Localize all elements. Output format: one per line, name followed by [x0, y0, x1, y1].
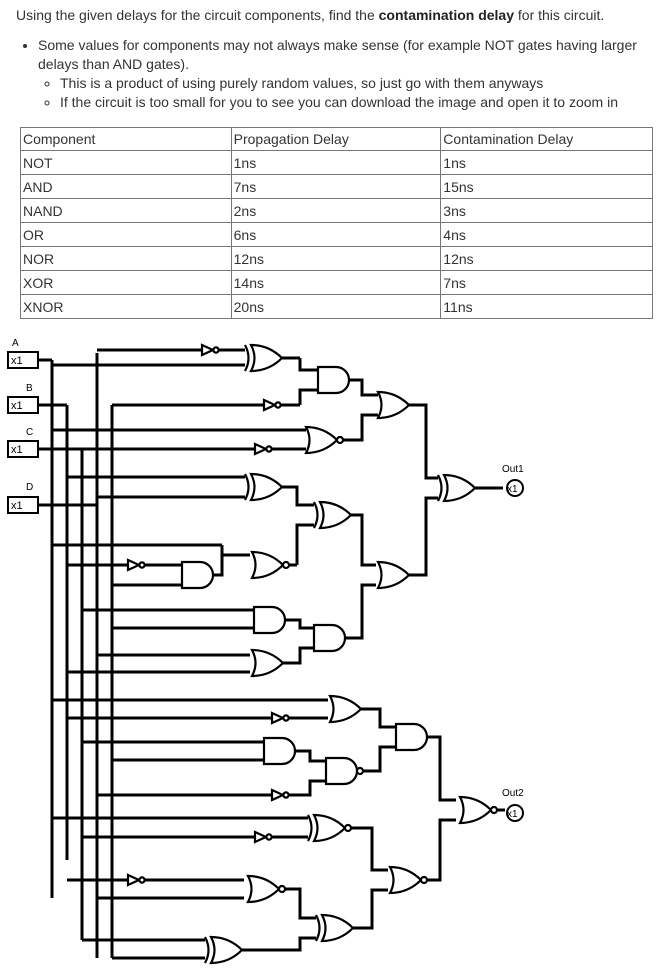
cell-contamination: 3ns — [440, 198, 653, 223]
cell-component: NAND — [20, 198, 232, 223]
cell-component: NOR — [20, 246, 232, 271]
xor-gate-icon — [314, 913, 355, 943]
nand-gate-icon — [324, 756, 365, 786]
cell-contamination: 11ns — [440, 294, 653, 319]
xor-gate-icon — [436, 473, 477, 503]
input-A-value: x1 — [11, 355, 23, 367]
notes-list: Some values for components may not alway… — [20, 36, 658, 112]
xor-gate-icon — [243, 343, 284, 373]
question-suffix: for this circuit. — [514, 7, 605, 23]
or-gate-icon — [250, 648, 285, 678]
input-A[interactable]: A x1 — [7, 338, 39, 369]
input-C-label: C — [26, 427, 33, 438]
or-gate-icon — [328, 694, 363, 724]
not-gate-icon — [126, 558, 146, 572]
xor-gate-icon — [243, 472, 284, 502]
input-C-value: x1 — [11, 444, 23, 456]
input-B-value: x1 — [11, 400, 23, 412]
cell-contamination: 7ns — [440, 270, 653, 295]
input-B-label: B — [26, 383, 33, 394]
cell-contamination: 4ns — [440, 222, 653, 247]
cell-propagation: 12ns — [230, 246, 442, 271]
and-gate-icon — [252, 605, 287, 635]
xor-gate-icon — [203, 935, 244, 965]
nor-gate-icon — [388, 865, 429, 895]
sub-note: If the circuit is too small for you to s… — [60, 93, 658, 112]
cell-propagation: 6ns — [230, 222, 442, 247]
upper-network — [52, 343, 503, 678]
nor-gate-icon — [246, 874, 287, 904]
cell-contamination: 12ns — [440, 246, 653, 271]
nor-gate-icon — [304, 425, 345, 455]
delay-table: Component Propagation Delay Contaminatio… — [20, 127, 653, 319]
or-gate-icon — [376, 560, 411, 590]
output-Out2-value: x1 — [507, 809, 518, 820]
question-prefix: Using the given delays for the circuit c… — [16, 7, 379, 23]
not-gate-icon — [200, 343, 220, 357]
not-gate-icon — [270, 711, 290, 725]
header-component: Component — [20, 127, 232, 151]
not-gate-icon — [126, 873, 146, 887]
note-main: Some values for components may not alway… — [38, 36, 658, 112]
input-A-label: A — [12, 338, 19, 349]
cell-component: NOT — [20, 150, 232, 175]
not-gate-icon — [253, 830, 273, 844]
cell-propagation: 7ns — [230, 174, 442, 199]
output-Out2-label: Out2 — [502, 788, 524, 799]
cell-contamination: 15ns — [440, 174, 653, 199]
header-propagation: Propagation Delay — [230, 127, 442, 151]
output-Out1: Out1 x1 — [502, 464, 524, 497]
cell-propagation: 20ns — [230, 294, 442, 319]
and-gate-icon — [316, 365, 351, 395]
input-buses — [38, 353, 114, 958]
nor-gate-icon — [458, 795, 499, 825]
cell-component: XOR — [20, 270, 232, 295]
cell-contamination: 1ns — [440, 150, 653, 175]
and-gate-icon — [394, 722, 429, 752]
cell-propagation: 14ns — [230, 270, 442, 295]
output-Out2: Out2 x1 — [502, 788, 524, 822]
xnor-gate-icon — [306, 813, 353, 843]
and-gate-icon — [262, 736, 297, 766]
cell-component: AND — [20, 174, 232, 199]
sub-note: This is a product of using purely random… — [60, 74, 658, 93]
cell-propagation: 2ns — [230, 198, 442, 223]
input-D[interactable]: D x1 — [7, 482, 39, 514]
sub-notes-list: This is a product of using purely random… — [38, 74, 658, 112]
cell-component: OR — [20, 222, 232, 247]
nor-gate-icon — [250, 550, 291, 580]
lower-network — [52, 694, 505, 965]
question-emphasis: contamination delay — [378, 7, 514, 23]
not-gate-icon — [270, 788, 290, 802]
question-text: Using the given delays for the circuit c… — [16, 6, 604, 25]
or-gate-icon — [376, 390, 411, 420]
input-D-value: x1 — [11, 500, 23, 512]
cell-propagation: 1ns — [230, 150, 442, 175]
output-Out1-label: Out1 — [502, 464, 524, 475]
input-D-label: D — [26, 482, 33, 493]
not-gate-icon — [262, 398, 282, 412]
header-contamination: Contamination Delay — [440, 127, 653, 151]
and-gate-icon — [180, 560, 215, 590]
xor-gate-icon — [312, 500, 353, 530]
not-gate-icon — [253, 442, 273, 456]
output-Out1-value: x1 — [507, 484, 518, 495]
cell-component: XNOR — [20, 294, 232, 319]
circuit-diagram: A x1 B x1 C x1 D x1 — [7, 338, 524, 965]
input-C[interactable]: C x1 — [7, 427, 39, 458]
input-B[interactable]: B x1 — [7, 383, 39, 414]
table-header-row: Component Propagation Delay Contaminatio… — [20, 127, 653, 151]
and-gate-icon — [312, 623, 347, 653]
